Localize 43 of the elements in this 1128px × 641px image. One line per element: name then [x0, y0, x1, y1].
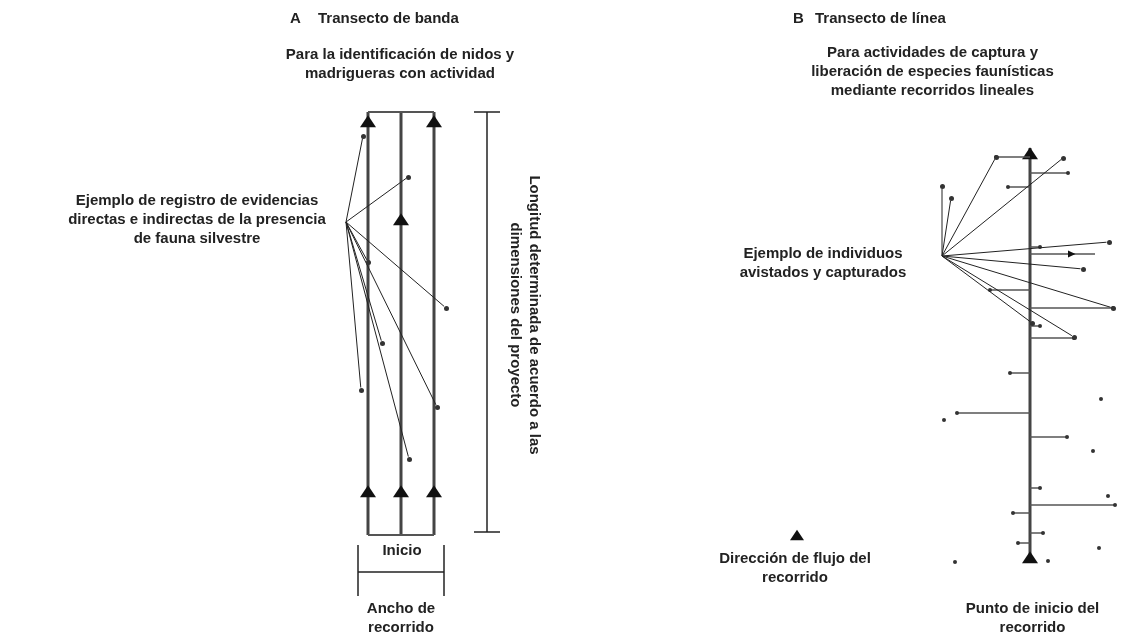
leader-line: [345, 221, 409, 458]
leader-line: [345, 221, 445, 307]
callout-text: Ejemplo de individuos avistados y capturados: [712, 243, 934, 281]
leader-line: [941, 255, 1112, 308]
point-marker: [1110, 305, 1116, 311]
dimension-label: Ancho de recorrido: [365, 598, 437, 636]
leader-line: [941, 255, 1031, 322]
point-marker: [405, 174, 411, 180]
panel-subtitle: Para actividades de captura y liberación de especies faunísticas mediante recorridos lineales: [810, 42, 1055, 99]
point-marker: [1071, 334, 1077, 340]
panel-subtitle: Para la identificación de nidos y madrigueras con actividad: [284, 44, 516, 82]
point-marker: [365, 259, 371, 265]
callout-text: Ejemplo de registro de evidencias directas e indirectas de la presencia de fauna silvestre: [62, 190, 332, 247]
panel-title: Transecto de línea: [815, 8, 947, 27]
dimension-label: Longitud determinada de acuerdo a las dimensiones del proyecto: [507, 174, 545, 457]
point-marker: [939, 183, 945, 189]
start-label: Punto de inicio del recorrido: [964, 598, 1101, 636]
point-marker: [379, 340, 385, 346]
point-marker: [434, 404, 440, 410]
panel-title: Transecto de banda: [318, 8, 460, 27]
leader-line: [345, 177, 407, 223]
leader-line: [941, 241, 1107, 257]
start-label: Inicio: [381, 540, 423, 559]
point-marker: [1106, 239, 1112, 245]
point-marker: [360, 133, 366, 139]
leader-line: [345, 221, 362, 388]
point-marker: [406, 456, 412, 462]
point-marker: [1060, 155, 1066, 161]
leader-line: [345, 221, 368, 261]
point-marker: [993, 154, 999, 160]
point-marker: [948, 195, 954, 201]
leader-line: [345, 137, 363, 223]
leader-line: [941, 158, 996, 257]
point-marker: [443, 305, 449, 311]
leader-line: [941, 188, 943, 257]
leader-line: [941, 159, 1062, 257]
legend-label: Dirección de flujo del recorrido: [718, 548, 872, 586]
leader-line: [941, 255, 1081, 270]
leader-line: [941, 199, 952, 257]
point-marker: [1080, 266, 1086, 272]
panel-letter: A: [290, 8, 302, 27]
point-marker: [1029, 320, 1035, 326]
point-marker: [358, 387, 364, 393]
